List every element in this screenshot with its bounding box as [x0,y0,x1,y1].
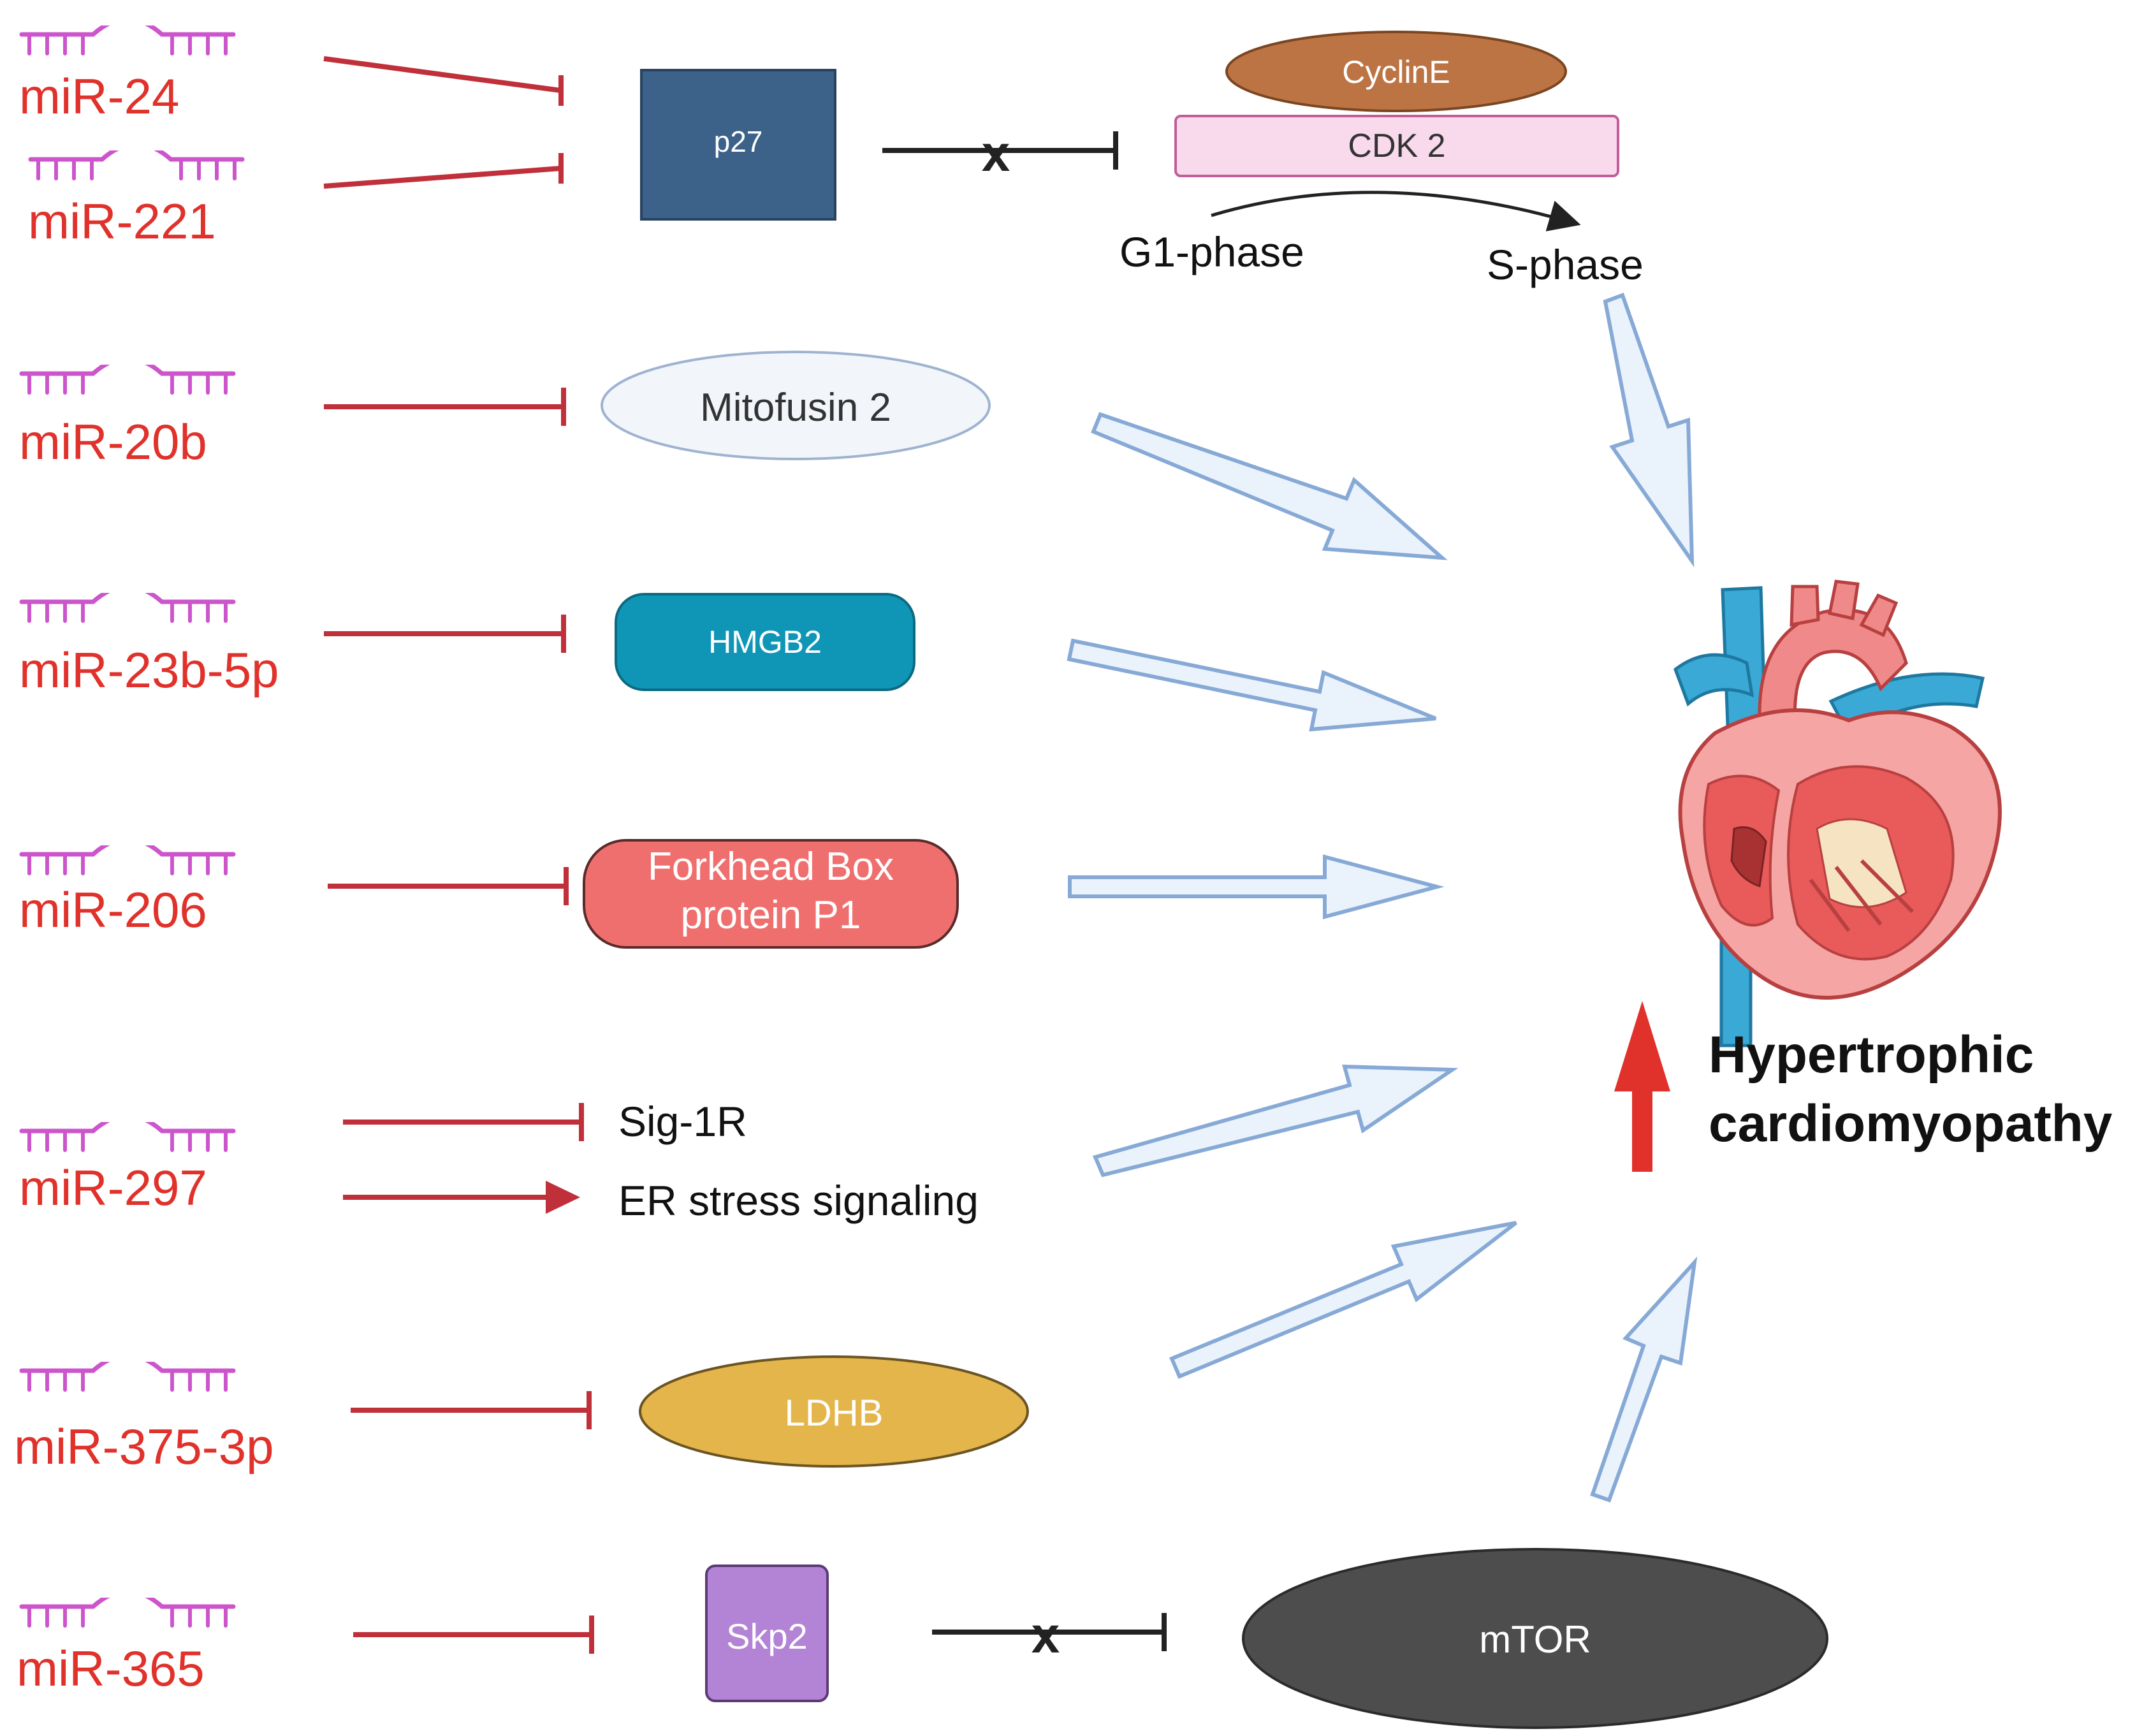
inhibit-miR-23b-5p-hmgb2 [324,615,566,653]
node-er-stress-label: ER stress signaling [618,1177,979,1224]
rna-hairpin-icon [22,587,233,621]
heart-illustration [1673,580,2002,1047]
blocked-p27-cdk2: x [882,125,1118,182]
mirna-column: miR-24 miR-221 miR-20b miR-23b-5p miR-20… [14,19,279,1696]
flow-arrow-hmgb2-to-heart [1067,638,1437,732]
g1-phase-label: G1-phase [1119,228,1304,275]
aorta [1758,608,1908,729]
mirna-miR-297: miR-297 [19,1116,233,1216]
increase-arrow-icon [1614,1001,1670,1172]
flow-arrows [1067,293,1698,1503]
node-hmgb2: HMGB2 [615,593,915,691]
node-foxp1-label-line1: Forkhead Box [648,845,894,889]
inhibit-miR-297-sig1r [343,1103,584,1141]
node-cdk2: CDK 2 [1174,115,1619,177]
blocked-skp2-mtor: x [932,1607,1167,1663]
mirna-miR-365: miR-365 [17,1591,233,1696]
mirna-miR-206: miR-206 [19,839,233,938]
node-mitofusin-2: Mitofusin 2 [601,351,991,460]
node-mitofusin-label: Mitofusin 2 [700,386,891,430]
inhibit-miR-20b-mitofusin [324,388,566,426]
flow-arrow-foxp1-to-heart [1068,854,1445,919]
mirna-miR-23b-5p: miR-23b-5p [19,587,279,698]
inhibition-connectors [323,56,594,1654]
inhibit-miR-375-3p-ldhb [351,1391,592,1429]
outcome-title-line1: Hypertrophic [1709,1026,2034,1084]
outcome: Hypertrophic cardiomyopathy [1614,1001,2113,1172]
flow-arrow-ldhb-to-heart [1169,1221,1517,1379]
mirna-label: miR-23b-5p [19,642,279,698]
blocked-connectors: x x [882,125,1167,1663]
rna-hairpin-icon [31,144,242,179]
inhibit-miR-221-p27 [323,153,564,189]
node-ldhb-label: LDHB [785,1392,884,1434]
node-mtor: mTOR [1242,1548,1828,1729]
node-ldhb: LDHB [639,1355,1029,1468]
flow-arrow-cdk2-to-heart [1603,293,1695,567]
node-p27: p27 [640,69,836,221]
rna-hairpin-icon [22,1116,233,1150]
rna-hairpin-icon [22,358,233,393]
mirna-label: miR-375-3p [14,1419,273,1475]
rna-hairpin-icon [22,19,233,54]
mirna-miR-221: miR-221 [28,144,242,249]
mirna-miR-24: miR-24 [19,19,233,124]
mirna-label: miR-206 [19,882,207,938]
mirna-miR-375-3p: miR-375-3p [14,1355,273,1475]
node-cyclin-e: CyclinE [1225,31,1567,112]
outcome-title-line2: cardiomyopathy [1709,1095,2113,1153]
s-phase-label: S-phase [1487,241,1644,288]
mirna-label: miR-20b [19,414,207,470]
blocked-mark: x [982,125,1010,182]
node-p27-label: p27 [714,125,763,158]
node-hmgb2-label: HMGB2 [708,624,822,660]
node-foxp1-label-line2: protein P1 [681,893,861,937]
inhibit-miR-24-p27 [323,56,564,106]
node-cyclin-e-label: CyclinE [1342,54,1450,90]
blocked-mark: x [1032,1607,1060,1663]
cell-cycle-complex: CyclinE CDK 2 G1-phase S-phase [1119,31,1644,288]
flow-arrow-er-stress-to-heart [1092,1064,1459,1178]
rna-hairpin-icon [22,839,233,873]
node-mtor-label: mTOR [1479,1618,1591,1661]
mirna-label: miR-221 [28,193,216,249]
mirna-miR-20b: miR-20b [19,358,233,470]
mirna-label: miR-24 [19,68,179,124]
node-skp2-label: Skp2 [726,1616,808,1656]
flow-arrow-mitofusin-to-heart [1091,412,1448,560]
node-sig1r-label: Sig-1R [618,1098,747,1145]
phase-transition-arrow [1211,191,1581,231]
target-nodes: p27 Mitofusin 2 HMGB2 Forkhead Box prote… [583,69,1828,1729]
mirna-label: miR-365 [17,1640,205,1696]
inhibit-miR-206-foxp1 [328,867,569,905]
node-cdk2-label: CDK 2 [1348,128,1445,164]
activate-miR-297-er-stress [343,1181,580,1214]
rna-hairpin-icon [22,1591,233,1626]
node-forkhead-box-protein-p1: Forkhead Box protein P1 [583,839,959,949]
inhibit-miR-365-skp2 [353,1616,594,1654]
flow-arrow-mtor-to-heart [1590,1256,1698,1503]
rna-hairpin-icon [22,1355,233,1390]
node-skp2: Skp2 [705,1565,829,1702]
mirna-label: miR-297 [19,1160,207,1216]
